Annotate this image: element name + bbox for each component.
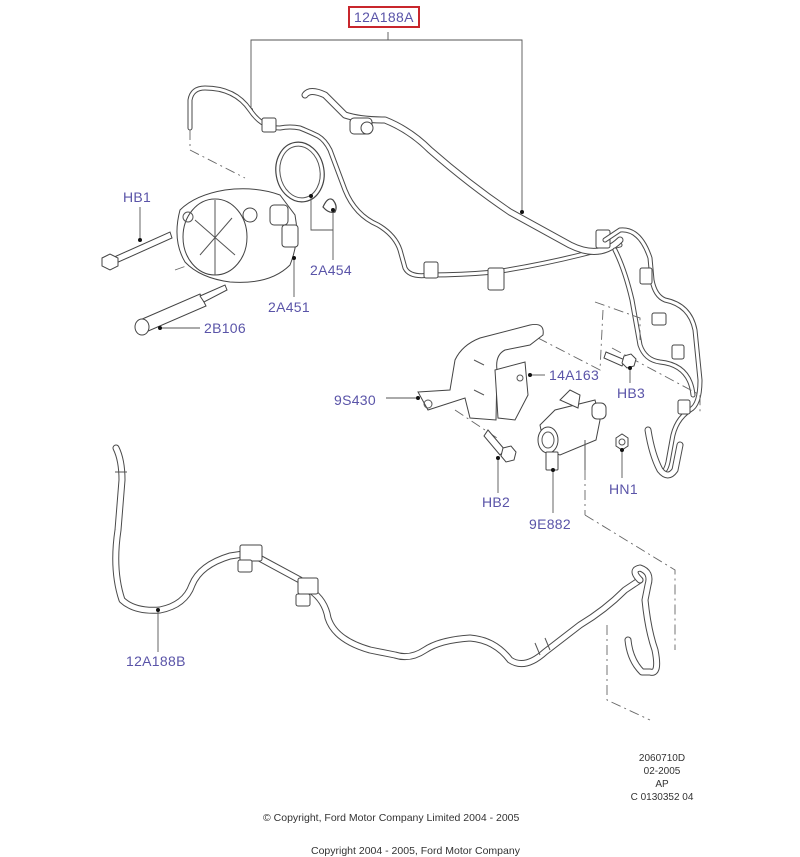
alignment-lines <box>174 130 701 721</box>
drawing-region: AP <box>655 779 669 790</box>
stud-2B106 <box>134 284 228 336</box>
drawing-number: 2060710D <box>638 753 686 764</box>
part-label-HB3[interactable]: HB3 <box>617 385 646 401</box>
label-leaders <box>138 194 632 652</box>
part-label-HN1[interactable]: HN1 <box>609 481 638 497</box>
part-label-2A454[interactable]: 2A454 <box>310 262 352 278</box>
part-label-2A451[interactable]: 2A451 <box>268 299 310 315</box>
solenoid-9E882 <box>537 389 607 471</box>
vacuum-pump-2A451 <box>176 188 299 283</box>
part-label-14A163[interactable]: 14A163 <box>549 367 600 383</box>
part-label-2B106[interactable]: 2B106 <box>204 320 246 336</box>
bolt-HB2 <box>483 429 517 463</box>
part-label-9E882[interactable]: 9E882 <box>529 516 571 532</box>
drawing-meta: 2060710D 02-2005 AP C 0130352 04 <box>618 752 706 804</box>
o-ring-2A454 <box>275 141 337 214</box>
part-label-HB2[interactable]: HB2 <box>482 494 511 510</box>
copyright-line-2: Copyright 2004 - 2005, Ford Motor Compan… <box>311 845 520 857</box>
bolt-HB3 <box>603 351 637 369</box>
part-label-12A188B[interactable]: 12A188B <box>126 653 186 669</box>
drawing-date: 02-2005 <box>643 766 681 777</box>
part-label-9S430[interactable]: 9S430 <box>334 392 376 408</box>
drawing-reference: C 0130352 04 <box>630 792 694 803</box>
part-label-12A188A[interactable]: 12A188A <box>348 6 420 28</box>
copyright-line-1: © Copyright, Ford Motor Company Limited … <box>263 812 520 824</box>
hose-12A188A <box>187 85 703 479</box>
bolt-HB1 <box>101 231 173 271</box>
part-label-HB1[interactable]: HB1 <box>123 189 152 205</box>
hose-12A188B <box>112 444 661 676</box>
nut-HN1 <box>615 433 629 451</box>
bracket-9S430 <box>417 324 544 421</box>
